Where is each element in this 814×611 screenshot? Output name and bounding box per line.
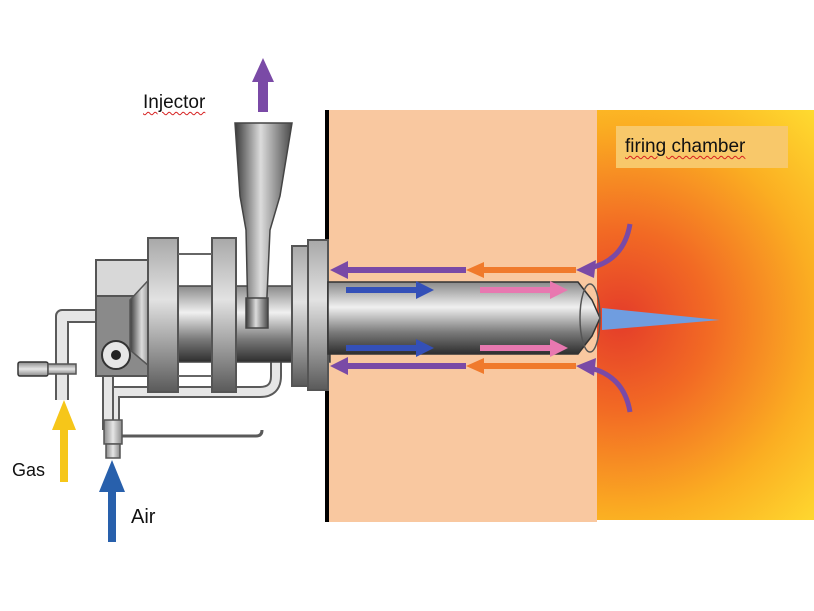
exhaust-arrow	[252, 58, 274, 112]
flame-jet	[602, 308, 720, 330]
air-label: Air	[131, 506, 156, 528]
firing-chamber-zone	[596, 60, 814, 520]
firing-chamber-label-box	[616, 126, 788, 168]
return-flow-arrows-bottom	[330, 357, 633, 413]
injector	[234, 122, 293, 329]
return-flow-arrows-top	[330, 223, 633, 279]
forward-flow-arrows	[346, 281, 568, 357]
burner-tube	[327, 281, 601, 355]
firing-chamber-label: firing chamber	[625, 136, 746, 157]
burner-body	[95, 237, 331, 393]
air-arrow	[99, 460, 125, 542]
gas-label: Gas	[12, 460, 46, 480]
injector-label: Injector	[143, 92, 206, 113]
gas-arrow	[52, 400, 76, 482]
